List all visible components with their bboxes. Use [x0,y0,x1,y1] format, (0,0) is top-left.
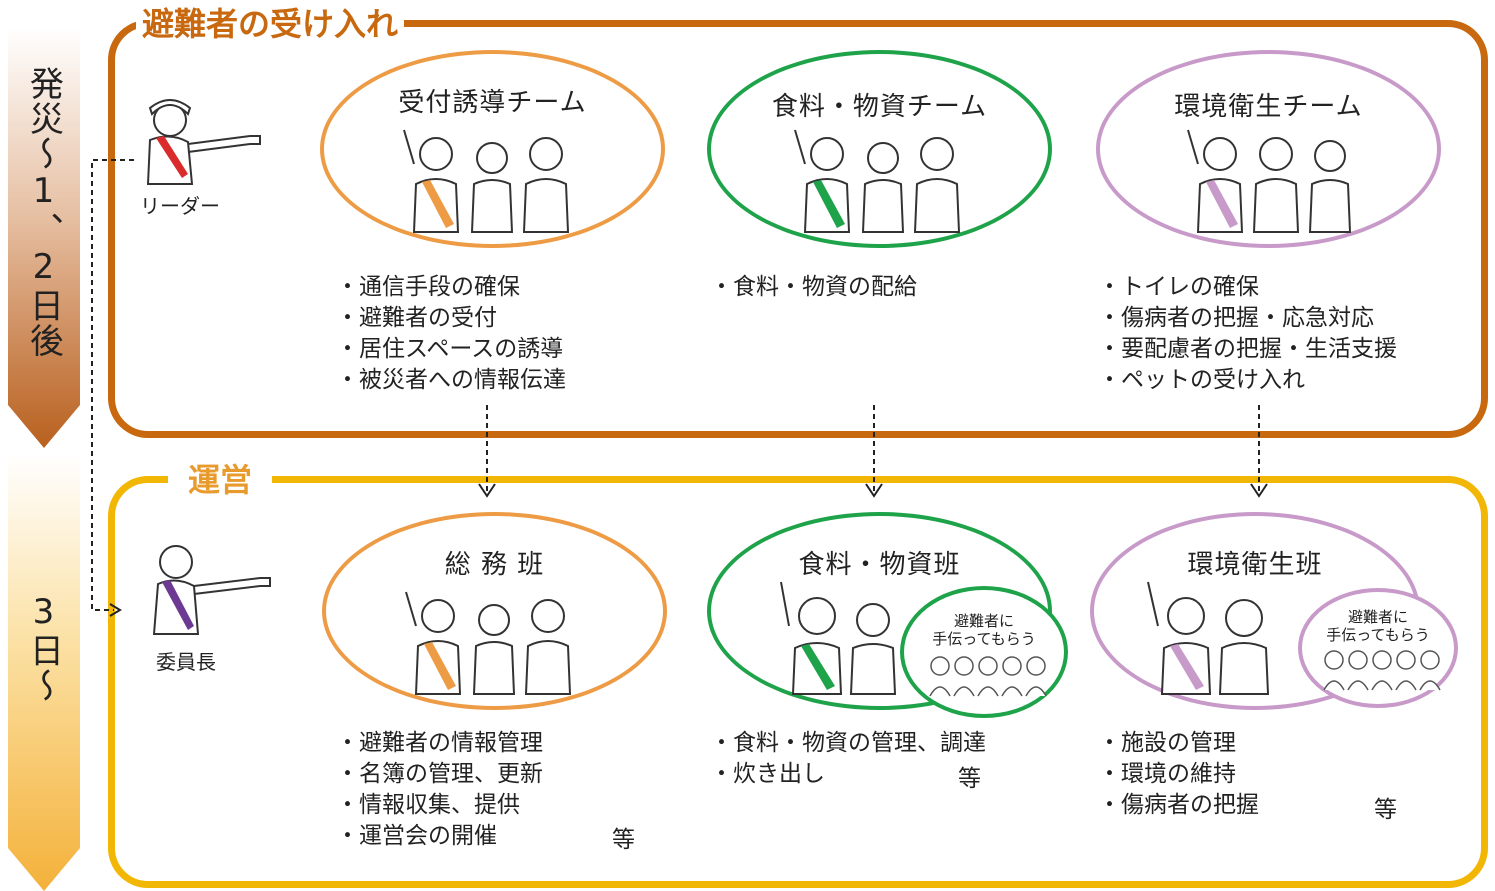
leader-to-chair-connector [91,159,134,617]
task-item: 居住スペースの誘導 [336,334,566,365]
team-name: 食料・物資班 [798,550,961,580]
task-item: 傷病者の把握・応急対応 [1098,303,1397,334]
team-name: 受付誘導チーム [398,88,587,118]
etc-label: 等 [958,766,981,792]
task-item: 炊き出し [710,759,986,790]
section-operation-box [108,476,1488,888]
team-people-icon [405,591,572,695]
leader-person-icon [146,99,261,185]
leader-label: リーダー [140,194,220,218]
task-item: 被災者への情報伝達 [336,365,566,396]
helper-crowd-icon [1323,650,1441,691]
section-reception-title: 避難者の受け入れ [136,8,405,40]
helper-callout-sanitation: 避難者に 手伝ってもらう [1298,588,1458,708]
phase2-label: 3日〜 [23,592,64,703]
task-item: 傷病者の把握 [1098,790,1259,821]
team-reception-guide: 受付誘導チーム [320,50,665,248]
task-item: 情報収集、提供 [336,790,543,821]
team-name: 食料・物資チーム [771,92,988,122]
team-people-icon [403,129,570,233]
task-item: 通信手段の確保 [336,272,566,303]
task-item: 避難者の受付 [336,303,566,334]
team-people-icon [794,129,961,233]
task-item: 環境の維持 [1098,759,1259,790]
chair-label: 委員長 [156,650,216,674]
task-item: ペットの受け入れ [1098,365,1397,396]
team-sanitation: 環境衛生チーム [1096,50,1441,248]
helper-text: 避難者に 手伝ってもらう [932,612,1036,648]
team-general-affairs: 総 務 班 [322,512,667,710]
section-operation-title: 運営 [168,464,273,496]
phase1-arrow [8,28,80,448]
team-people-icon [780,581,897,695]
task-list: トイレの確保 傷病者の把握・応急対応 要配慮者の把握・生活支援 ペットの受け入れ [1098,272,1397,396]
team-people-icon [1187,129,1352,233]
task-item: 避難者の情報管理 [336,728,543,759]
task-list: 食料・物資の配給 [710,272,917,303]
chair-person-icon [152,545,271,635]
team-people-icon [1147,581,1270,695]
phase2-arrow [8,455,80,891]
team-name: 総 務 班 [444,550,545,580]
helper-callout-food: 避難者に 手伝ってもらう [900,586,1068,718]
task-list: 施設の管理 環境の維持 傷病者の把握 [1098,728,1259,821]
helper-crowd-icon [929,656,1047,697]
task-list: 食料・物資の管理、調達 炊き出し [710,728,986,790]
task-item: トイレの確保 [1098,272,1397,303]
etc-label: 等 [1374,797,1397,823]
task-item: 施設の管理 [1098,728,1259,759]
helper-text: 避難者に 手伝ってもらう [1326,608,1430,644]
task-list: 避難者の情報管理 名簿の管理、更新 情報収集、提供 運営会の開催 [336,728,543,852]
section-reception-box [108,20,1488,438]
task-item: 食料・物資の管理、調達 [710,728,986,759]
team-food-supplies: 食料・物資チーム [707,50,1052,248]
team-name: 環境衛生チーム [1174,92,1363,122]
task-item: 運営会の開催 [336,821,543,852]
phase1-label: 発災〜1、2日後 [23,66,64,358]
task-item: 要配慮者の把握・生活支援 [1098,334,1397,365]
task-item: 食料・物資の配給 [710,272,917,303]
team-name: 環境衛生班 [1187,550,1323,580]
etc-label: 等 [612,827,635,853]
task-item: 名簿の管理、更新 [336,759,543,790]
task-list: 通信手段の確保 避難者の受付 居住スペースの誘導 被災者への情報伝達 [336,272,566,396]
